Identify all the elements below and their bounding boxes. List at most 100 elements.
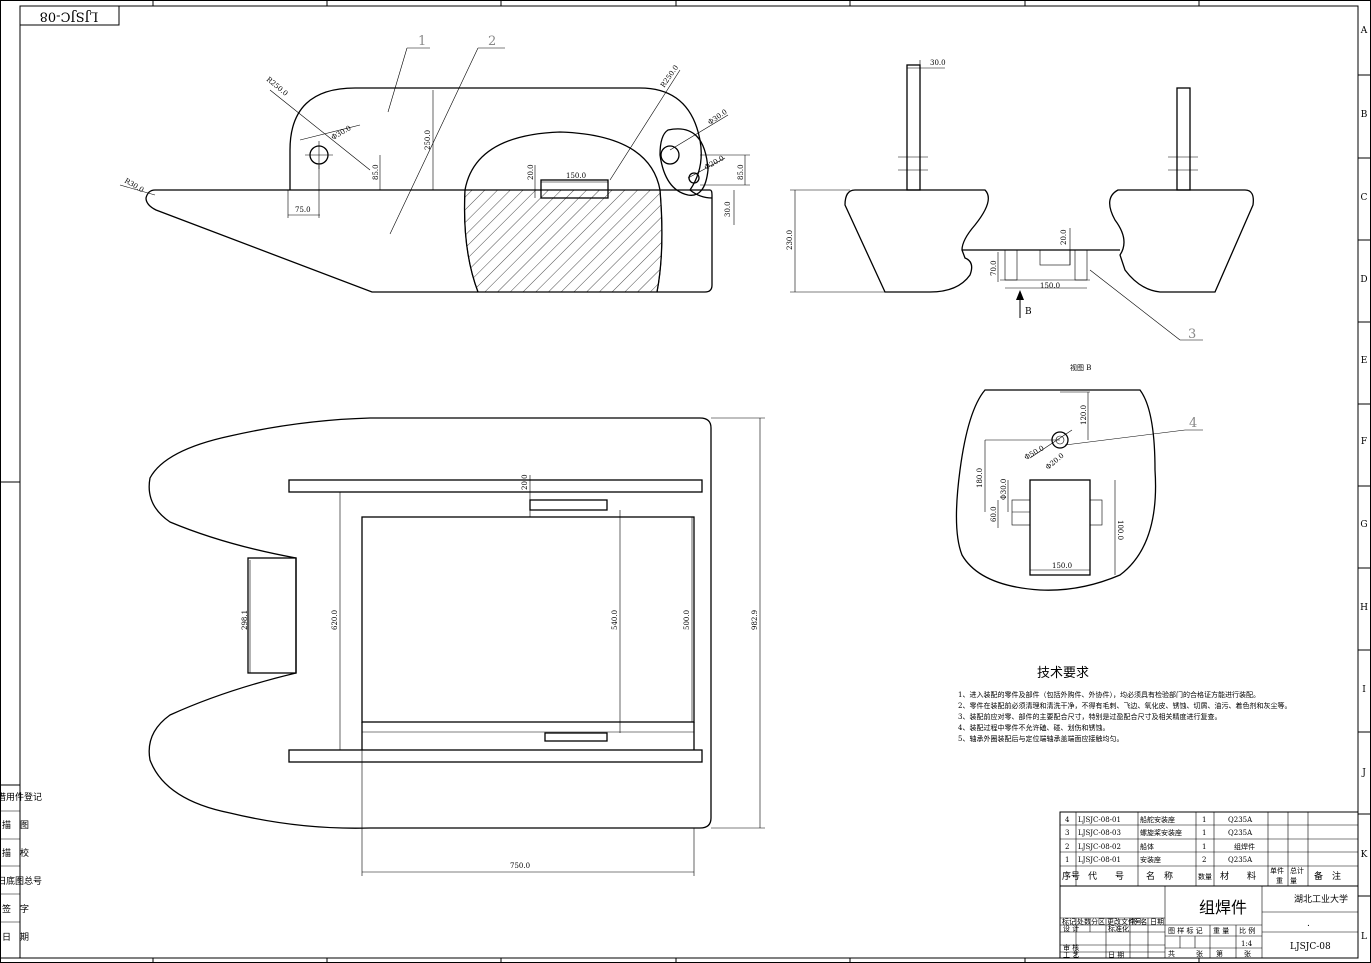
dim: Φ30.0 <box>1000 479 1008 500</box>
bom-material: Q235A <box>1228 856 1253 864</box>
dim: 70.0 <box>990 260 998 276</box>
zone-letter: J <box>1361 768 1366 778</box>
zone-letter: L <box>1361 932 1367 942</box>
bom-name: 船舵安装座 <box>1140 815 1175 824</box>
svg-text:签 名: 签 名 <box>1131 917 1147 926</box>
dim: 20.0 <box>521 474 529 490</box>
title-dot: . <box>1307 919 1310 929</box>
dim: 150.0 <box>1052 562 1072 570</box>
svg-text:比 例: 比 例 <box>1239 926 1255 935</box>
dim: 150.0 <box>1040 282 1060 290</box>
dim: Φ30.0 <box>707 108 729 127</box>
plan-view: 298.1 20.0 620.0 540.0 500.0 982.9 750.0 <box>148 417 765 876</box>
tech-title: 技术要求 <box>1037 666 1089 681</box>
bom-material: 组焊件 <box>1234 842 1255 851</box>
dim: 20.0 <box>527 164 535 180</box>
svg-text:标记: 标记 <box>1062 917 1076 926</box>
code-stamp: LJSJC-08 <box>19 5 120 26</box>
svg-text:借用件登记: 借用件登记 <box>0 791 42 803</box>
view-arrow-label: B <box>1025 307 1032 317</box>
dim: 750.0 <box>510 862 530 870</box>
svg-text:审 核: 审 核 <box>1063 943 1079 952</box>
svg-text:第: 第 <box>1216 949 1223 958</box>
dim: 500.0 <box>683 610 691 630</box>
dim: 75.0 <box>295 206 311 214</box>
bom-no: 3 <box>1065 829 1069 837</box>
part-name: 组焊件 <box>1199 898 1247 917</box>
dim: 120.0 <box>1080 405 1088 425</box>
dim: 180.0 <box>976 468 984 488</box>
side-view: 1 2 R250.0 R250.0 Φ30.0 Φ30.0 Φ20.0 250.… <box>119 34 750 293</box>
bom-header: 代 号 <box>1088 871 1124 882</box>
bom-header: 名 称 <box>1146 870 1173 882</box>
dim: Φ20.0 <box>1044 452 1065 472</box>
dim: 30.0 <box>930 59 946 67</box>
svg-text:日期: 日期 <box>1150 918 1164 926</box>
svg-text:LJSJC-08: LJSJC-08 <box>40 9 99 24</box>
bom-qty: 1 <box>1202 816 1206 824</box>
bom-no: 4 <box>1065 816 1070 824</box>
top-zone-ticks <box>0 0 1200 963</box>
dim: R250.0 <box>265 75 290 97</box>
zone-letter: F <box>1361 437 1367 447</box>
bom-code: LJSJC-08-02 <box>1078 843 1121 851</box>
dim: 620.0 <box>331 610 339 630</box>
dim: Φ30.0 <box>330 124 352 142</box>
dim: 982.9 <box>751 610 759 630</box>
dim: 30.0 <box>724 201 732 217</box>
bom-header: 总计 <box>1290 866 1304 875</box>
front-view: 30.0 230.0 20.0 70.0 150.0 B 3 <box>786 59 1254 342</box>
dim: 85.0 <box>372 164 380 180</box>
svg-text:张: 张 <box>1196 949 1203 958</box>
balloon-3: 3 <box>1188 327 1196 342</box>
svg-text:描 图: 描 图 <box>2 819 29 831</box>
bom-header: 备 注 <box>1314 870 1341 882</box>
bom-code: LJSJC-08-03 <box>1078 829 1121 837</box>
svg-text:更改文件号: 更改文件号 <box>1107 917 1142 926</box>
svg-text:日 期: 日 期 <box>1108 951 1124 959</box>
tech-note: 5、轴承外圈装配后与定位端轴承盖端面应接触均匀。 <box>958 734 1123 743</box>
technical-requirements: 技术要求 1、进入装配的零件及部件（包括外购件、外协件），均必须具有检验部门的合… <box>958 666 1291 743</box>
zone-letter: K <box>1361 850 1368 860</box>
bom-header: 重 量 <box>1276 877 1297 885</box>
dim: Φ50.0 <box>1023 444 1045 462</box>
dim: 540.0 <box>611 610 619 630</box>
left-registration-strip: 借用件登记 描 图 描 校 旧底图总号 签 字 日 期 <box>0 784 42 959</box>
zone-letter: G <box>1360 520 1367 530</box>
svg-text:设 计: 设 计 <box>1063 924 1079 933</box>
svg-text:分区: 分区 <box>1091 917 1105 926</box>
dim: 85.0 <box>737 164 745 180</box>
svg-text:旧底图总号: 旧底图总号 <box>0 875 42 887</box>
bom-header: 材 料 <box>1220 870 1256 882</box>
svg-text:签 字: 签 字 <box>2 903 29 915</box>
svg-text:处数: 处数 <box>1077 917 1091 926</box>
svg-text:工 艺: 工 艺 <box>1063 951 1079 959</box>
zone-letter: I <box>1362 685 1366 695</box>
dim: R30.0 <box>123 177 145 194</box>
dim: 230.0 <box>786 230 794 250</box>
bom-material: Q235A <box>1228 829 1253 837</box>
balloon-2: 2 <box>488 34 496 49</box>
bom-qty: 1 <box>1202 829 1206 837</box>
zone-letter: C <box>1361 193 1368 203</box>
dim: 250.0 <box>424 130 432 150</box>
zone-letter: H <box>1360 603 1368 613</box>
scale-value: 1:4 <box>1241 940 1253 948</box>
tech-note: 1、进入装配的零件及部件（包括外购件、外协件），均必须具有检验部门的合格证方能进… <box>958 690 1260 699</box>
svg-text:日 期: 日 期 <box>2 932 29 943</box>
drawing-number: LJSJC-08 <box>1290 942 1331 952</box>
tech-note: 3、装配前应对零、部件的主要配合尺寸，特别是过盈配合尺寸及相关精度进行复查。 <box>958 712 1221 721</box>
svg-text:图 样 标 记: 图 样 标 记 <box>1168 926 1203 935</box>
detail-view-b: 视图 B 120.0 Φ50.0 Φ20.0 180.0 Φ30.0 60.0 … <box>955 363 1203 591</box>
bom-header: 序号 <box>1062 870 1080 882</box>
bom-qty: 2 <box>1202 856 1206 864</box>
bom-no: 2 <box>1065 843 1069 851</box>
zone-letter: B <box>1361 110 1368 120</box>
bom-name: 螺旋桨安装座 <box>1140 828 1182 837</box>
bom-table: 4 LJSJC-08-01 船舵安装座 1 Q235A 3 LJSJC-08-0… <box>1059 811 1359 887</box>
dim: R250.0 <box>659 64 680 89</box>
bom-header: 单件 <box>1270 866 1284 875</box>
dim: 298.1 <box>241 610 249 630</box>
svg-text:重 量: 重 量 <box>1213 927 1229 935</box>
